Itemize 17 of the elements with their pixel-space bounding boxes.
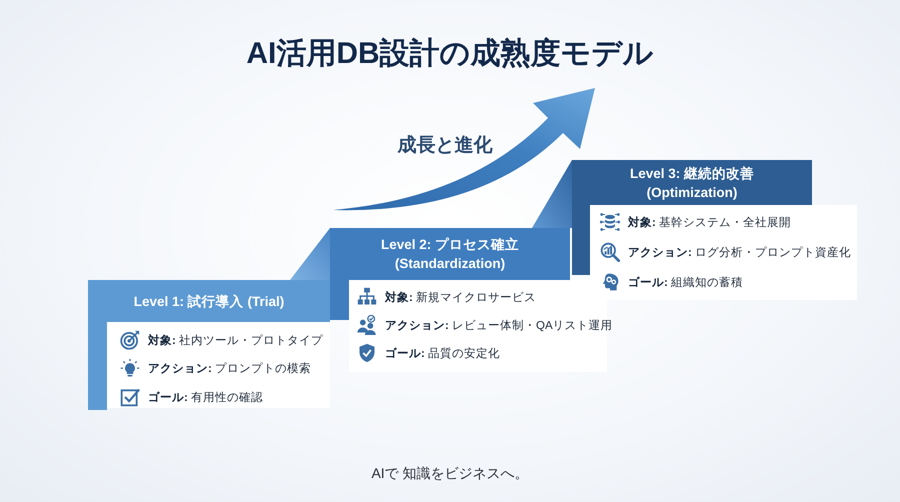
step-block — [88, 280, 330, 410]
step-heading: Level 1: 試行導入 (Trial) — [134, 292, 284, 310]
item-text: 対象: 社内ツール・プロトタイプ — [148, 333, 324, 348]
item-text: ゴール: 品質の安定化 — [385, 346, 500, 360]
item-text: アクション: プロンプトの模索 — [148, 361, 312, 376]
item-text: ゴール: 組織知の蓄積 — [628, 276, 744, 290]
item-text: アクション: ログ分析・プロンプト資産化 — [628, 245, 852, 260]
tagline: AIで 知識をビジネスへ。 — [370, 464, 530, 483]
step-heading: Level 3: 継続的改善 (Optimization) — [628, 164, 756, 202]
item-text: 対象: 新規マイクロサービス — [385, 290, 536, 304]
item-text: ゴール: 有用性の確認 — [148, 390, 264, 404]
item-text: アクション: レビュー体制・QAリスト運用 — [385, 318, 613, 332]
step-block — [572, 160, 857, 300]
item-text: 対象: 基幹システム・全社展開 — [628, 215, 792, 230]
step-heading: Level 2: プロセス確立 (Standardization) — [380, 236, 520, 273]
title: AI活用DB設計の成熟度モデル — [245, 36, 655, 72]
arrow-label: 成長と進化 — [396, 134, 494, 158]
